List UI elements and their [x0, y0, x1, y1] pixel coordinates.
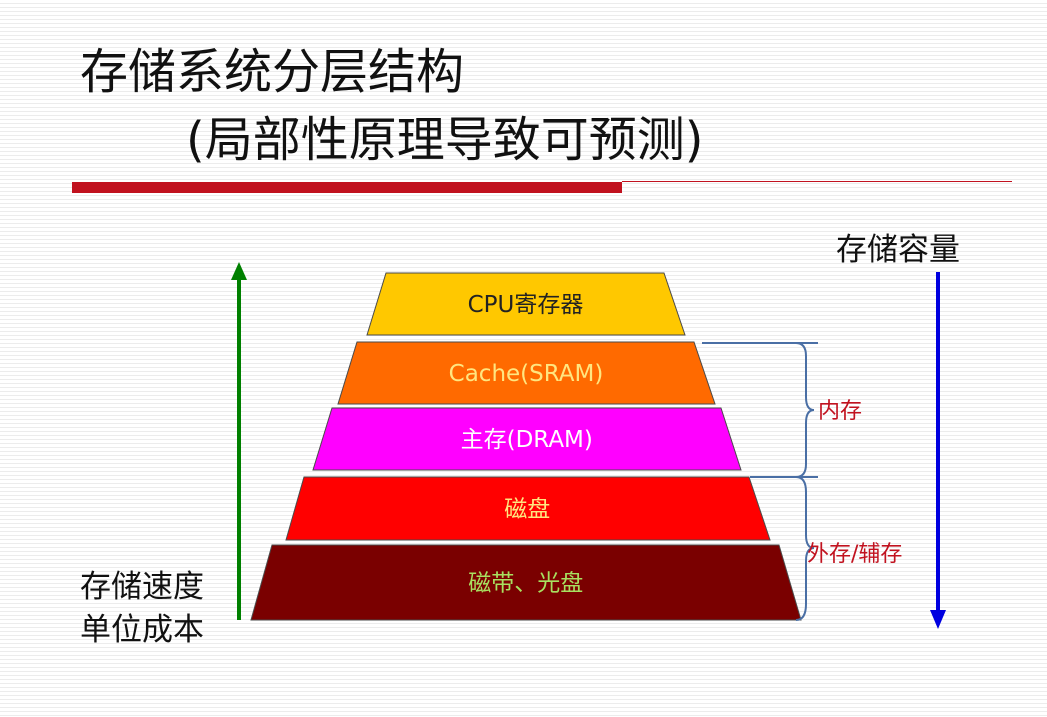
- external-storage-label: 外存/辅存: [807, 542, 903, 567]
- pyramid-tier-label: 主存(DRAM): [461, 427, 593, 453]
- pyramid-tier: [337, 341, 716, 405]
- pyramid-tier-label: Cache(SRAM): [449, 361, 604, 387]
- title-line-1: 存储系统分层结构: [80, 44, 465, 100]
- pyramid-tier: [250, 544, 802, 621]
- pyramid-tier-label: 磁盘: [504, 497, 550, 523]
- right-brace-icon: [702, 342, 818, 478]
- pyramid-tier: [366, 272, 686, 336]
- title-line-2: (局部性原理导致可预测): [186, 112, 704, 168]
- pyramid-tier-label: CPU寄存器: [468, 292, 584, 318]
- right-brace-icon: [795, 476, 815, 621]
- pyramid-tier: [285, 476, 771, 541]
- arrow-up-icon: [231, 262, 247, 620]
- cost-label: 单位成本: [80, 612, 204, 648]
- main-memory-label: 内存: [818, 399, 863, 424]
- arrow-down-icon: [930, 272, 946, 629]
- speed-label: 存储速度: [80, 569, 204, 605]
- title-underline-thin: [622, 181, 1012, 182]
- pyramid-tier: [312, 407, 742, 471]
- pyramid-tier-label: 磁带、光盘: [468, 571, 583, 597]
- capacity-label: 存储容量: [836, 232, 960, 268]
- title-underline-thick: [72, 182, 622, 193]
